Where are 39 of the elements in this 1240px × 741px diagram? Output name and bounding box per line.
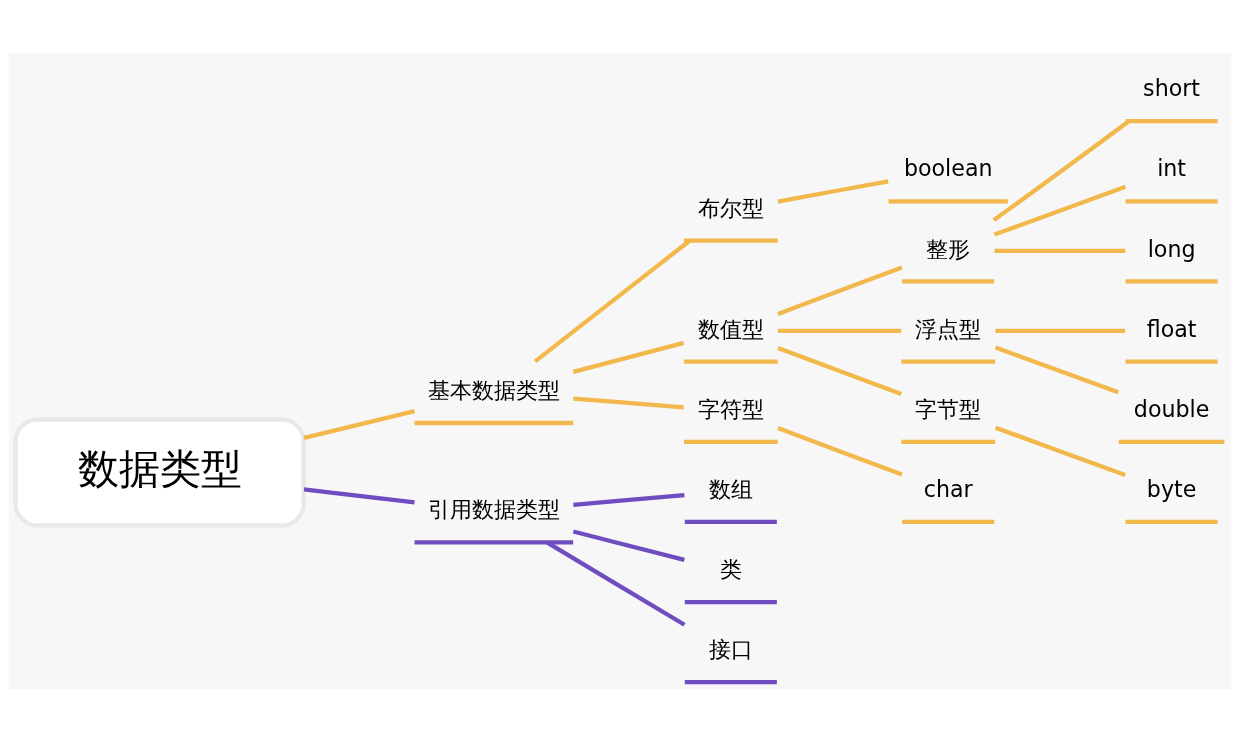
connector (573, 492, 685, 507)
node-text: char (923, 475, 973, 502)
node-text: double (1133, 395, 1210, 422)
connector (572, 340, 685, 374)
connector (994, 425, 1126, 477)
node-box: 数据类型 (13, 416, 306, 527)
connector (993, 184, 1127, 237)
node-text: short (1143, 74, 1201, 101)
node-text: int (1157, 154, 1187, 181)
node-text: 接口 (708, 635, 753, 662)
node-text: 类 (719, 555, 742, 582)
connector (533, 238, 691, 363)
connector (777, 425, 903, 476)
connector (777, 265, 903, 316)
connector (572, 528, 685, 562)
connector (994, 345, 1119, 394)
connector (777, 178, 889, 204)
connector (992, 119, 1130, 222)
node-text: float (1146, 315, 1197, 342)
connector (777, 345, 902, 396)
connector (777, 328, 902, 333)
connector (994, 248, 1126, 253)
node-text: 浮点型 (915, 315, 982, 342)
node-text: 布尔型 (697, 194, 764, 221)
node-text: 数组 (708, 475, 753, 502)
connector (303, 486, 415, 505)
node-text: 引用数据类型 (427, 495, 560, 522)
node-text: byte (1146, 475, 1197, 502)
connector (303, 408, 416, 440)
node-text: 基本数据类型 (427, 376, 560, 403)
connector (546, 540, 686, 627)
node-text: 字节型 (915, 395, 982, 422)
node-text: long (1147, 235, 1196, 262)
connector (573, 395, 684, 410)
node-text: 字符型 (697, 395, 764, 422)
node-text: 整形 (926, 235, 971, 262)
connector (995, 328, 1126, 333)
node-text: 数值型 (697, 315, 764, 342)
node-text: boolean (903, 154, 993, 181)
